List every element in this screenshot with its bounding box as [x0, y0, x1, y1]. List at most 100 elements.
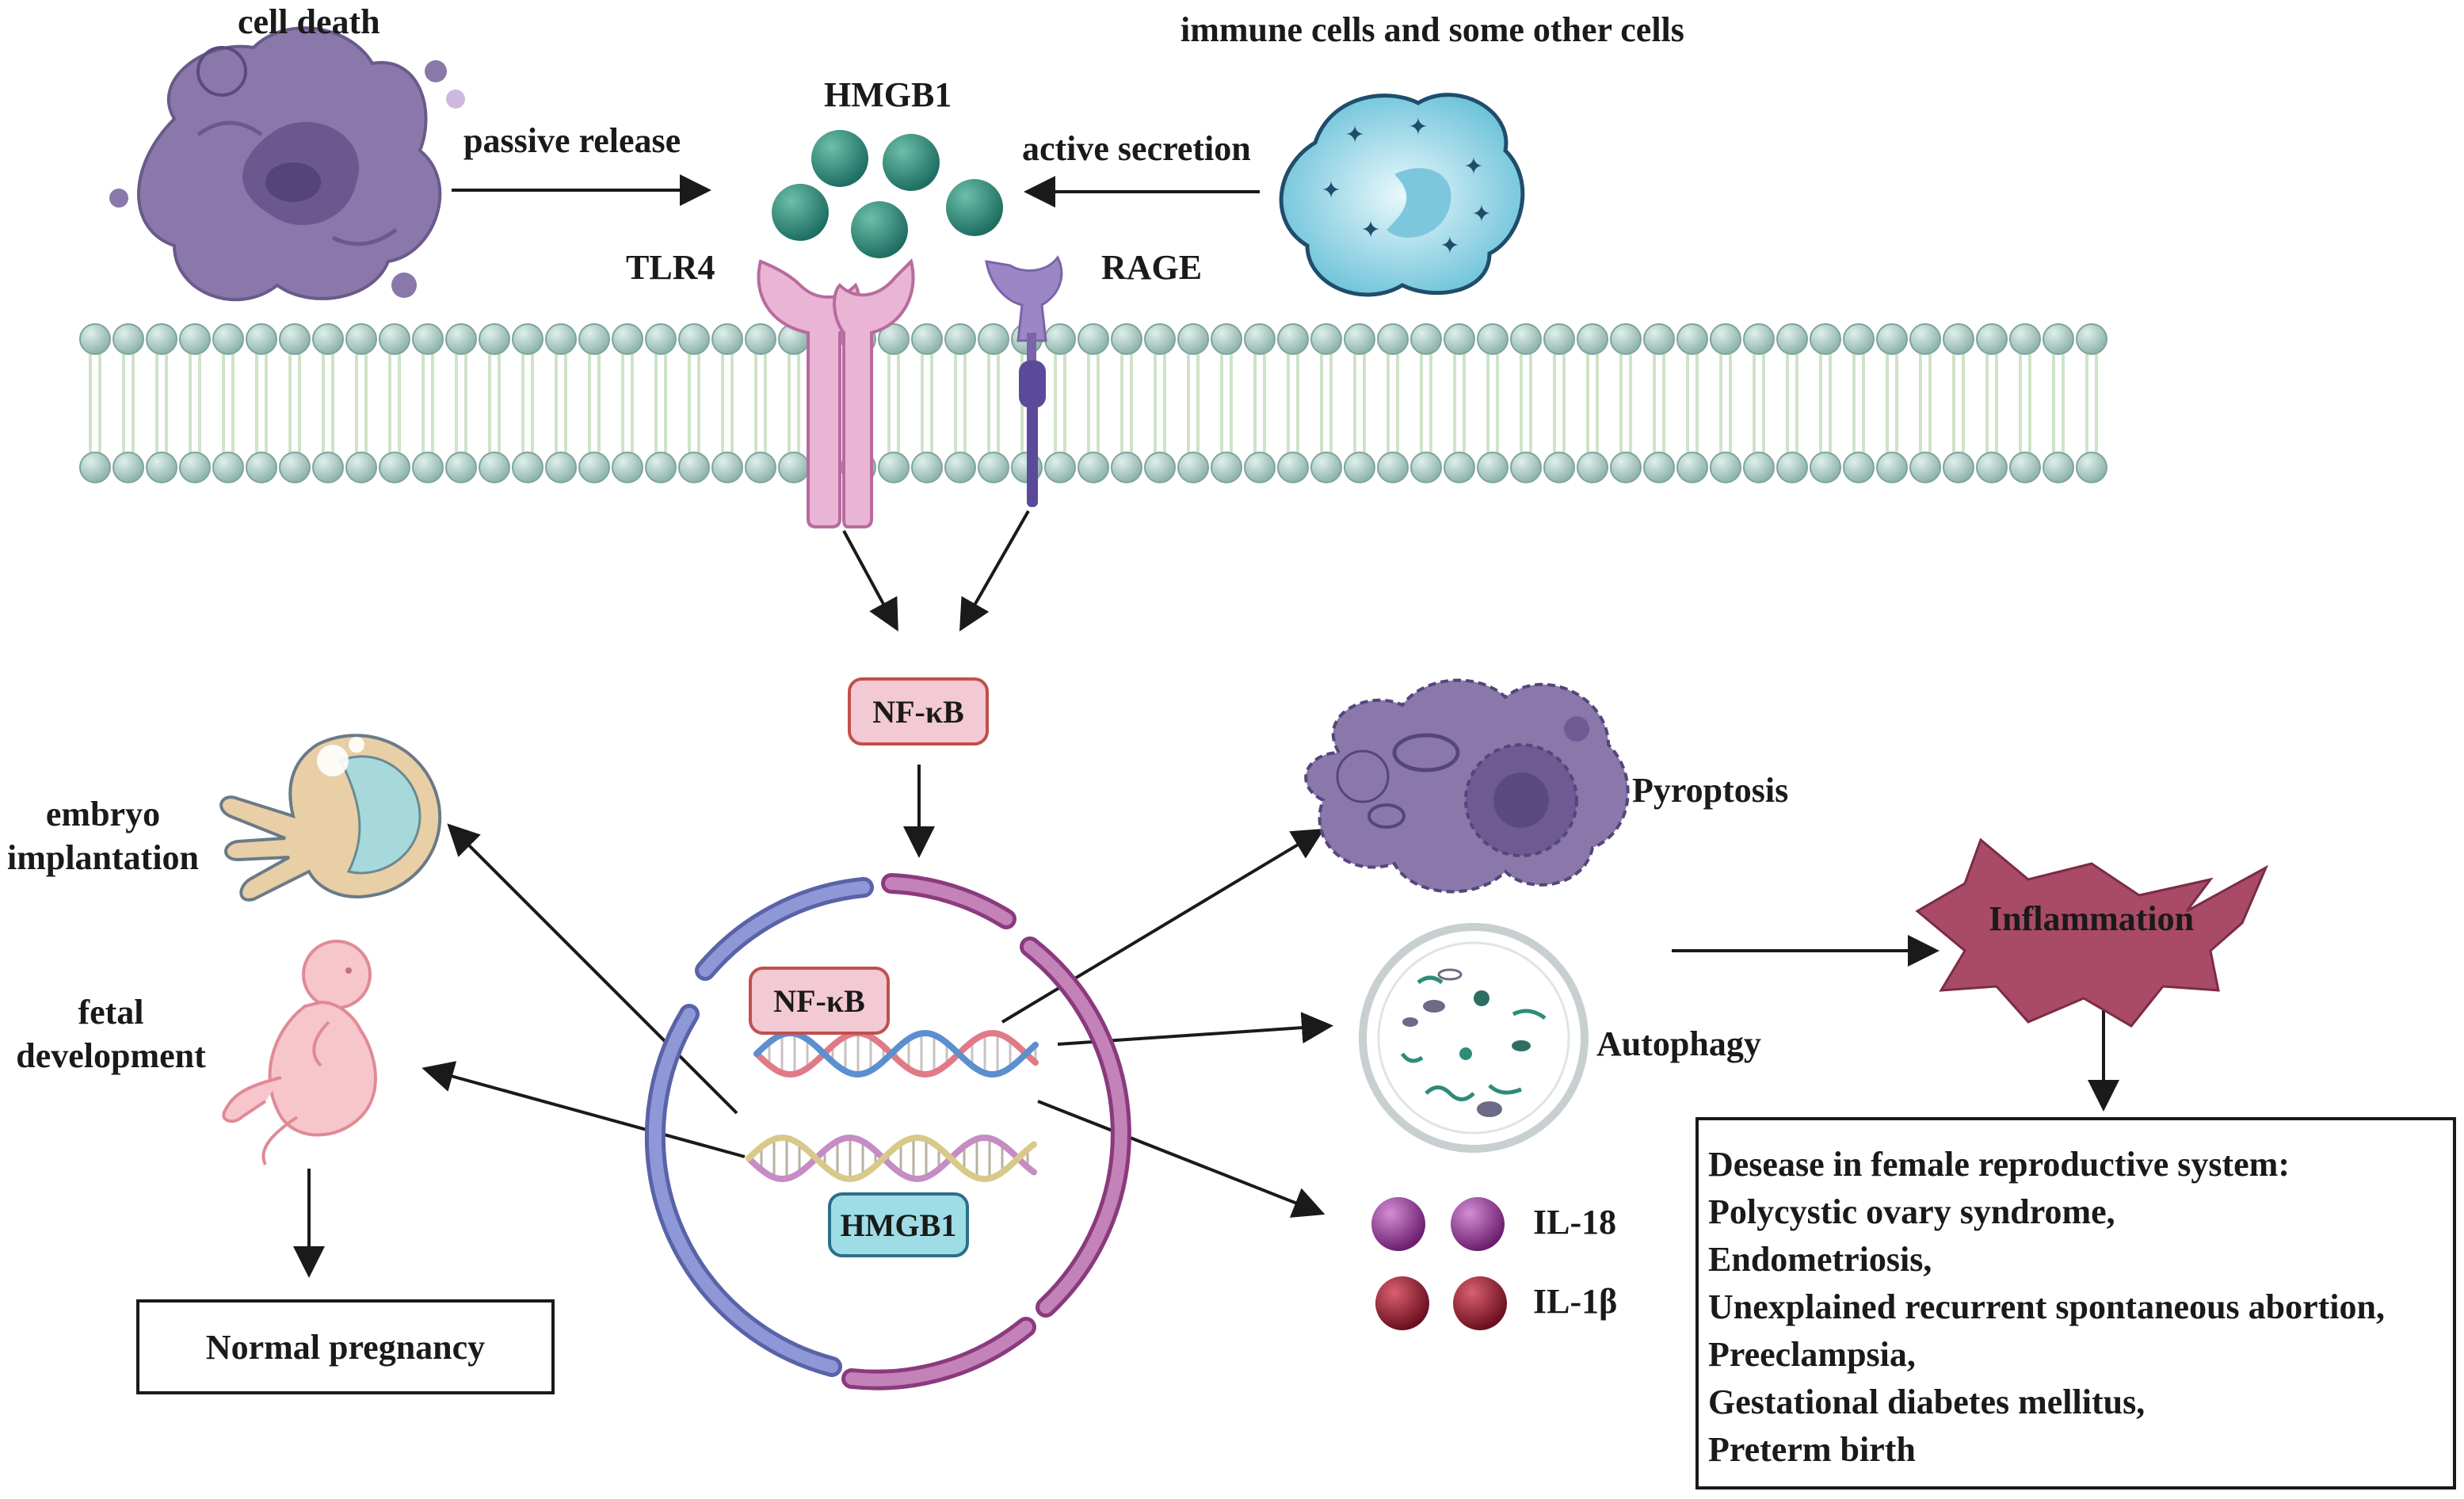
- lipid-tail: [122, 354, 135, 452]
- nucleus-envelope: [644, 873, 1131, 1390]
- fetal-development-line1: fetal: [78, 993, 144, 1032]
- rage-label: RAGE: [1101, 248, 1203, 287]
- lipid-head: [1111, 323, 1142, 355]
- normal-pregnancy-box: Normal pregnancy: [136, 1299, 555, 1394]
- lipid-tail: [1852, 354, 1865, 452]
- lipid-tail: [588, 354, 601, 452]
- lipid-head: [1310, 323, 1342, 355]
- lipid-head: [146, 452, 177, 483]
- lipid-head: [1876, 452, 1908, 483]
- lipid-tail: [1586, 354, 1599, 452]
- lipid-tail: [1154, 354, 1166, 452]
- il1b-label: IL-1β: [1533, 1282, 1618, 1321]
- embryo-implantation-label: embryo implantation: [0, 792, 206, 879]
- lipid-head: [1943, 323, 1974, 355]
- lipid-head: [1643, 323, 1675, 355]
- lipid-head: [545, 323, 577, 355]
- lipid-head: [1976, 323, 2008, 355]
- lipid-tail: [288, 354, 301, 452]
- lipid-tail: [1520, 354, 1532, 452]
- lipid-head: [1177, 452, 1209, 483]
- lipid-head: [1510, 323, 1542, 355]
- lipid-head: [1710, 452, 1741, 483]
- pyroptosis-label: Pyroptosis: [1632, 771, 1789, 810]
- lipid-tail: [1253, 354, 1266, 452]
- lipid-head: [944, 452, 976, 483]
- lipid-head: [379, 452, 410, 483]
- lipid-head: [1444, 452, 1475, 483]
- lipid-head: [179, 452, 211, 483]
- lipid-head: [1543, 452, 1575, 483]
- lipid-tail: [521, 354, 534, 452]
- lipid-head: [2076, 452, 2107, 483]
- lipid-head: [2009, 452, 2041, 483]
- lipid-tail: [222, 354, 235, 452]
- lipid-tail: [89, 354, 101, 452]
- lipid-tail: [1287, 354, 1299, 452]
- lipid-head: [113, 452, 144, 483]
- lipid-head: [445, 452, 477, 483]
- lipid-head: [612, 323, 643, 355]
- lipid-tail: [1420, 354, 1432, 452]
- lipid-head: [1211, 323, 1242, 355]
- lipid-head: [1909, 452, 1941, 483]
- nfkb-cytoplasm-badge: NF-κB: [848, 677, 989, 746]
- lipid-head: [379, 323, 410, 355]
- lipid-head: [312, 323, 344, 355]
- disease-list: Polycystic ovary syndrome, Endometriosis…: [1708, 1188, 2443, 1474]
- disease-item: Unexplained recurrent spontaneous aborti…: [1708, 1287, 2386, 1326]
- lipid-tail: [1220, 354, 1233, 452]
- svg-text:✦: ✦: [1440, 232, 1459, 260]
- lipid-head: [645, 452, 677, 483]
- lipid-head: [2043, 323, 2074, 355]
- lipid-tail: [1054, 354, 1066, 452]
- disease-item: Preterm birth: [1708, 1430, 1916, 1469]
- nfkb-nucleus-badge: NF-κB: [749, 967, 890, 1035]
- lipid-tail: [2085, 354, 2098, 452]
- lipid-tail: [155, 354, 168, 452]
- lipid-tail: [1386, 354, 1399, 452]
- lipid-head: [745, 323, 776, 355]
- lipid-head: [479, 323, 510, 355]
- lipid-tail: [255, 354, 268, 452]
- lipid-head: [113, 323, 144, 355]
- immune-cells-label: immune cells and some other cells: [1181, 10, 1684, 49]
- lipid-head: [911, 452, 943, 483]
- lipid-tail: [987, 354, 1000, 452]
- lipid-tail: [1719, 354, 1732, 452]
- lipid-tail: [688, 354, 700, 452]
- lipid-tail: [921, 354, 933, 452]
- lipid-head: [645, 323, 677, 355]
- lipid-head: [412, 452, 444, 483]
- lipid-head: [512, 452, 544, 483]
- lipid-tail: [1453, 354, 1466, 452]
- lipid-head: [678, 452, 710, 483]
- lipid-tail: [1753, 354, 1765, 452]
- lipid-tail: [1486, 354, 1499, 452]
- normal-pregnancy-label: Normal pregnancy: [205, 1327, 486, 1367]
- lipid-head: [578, 323, 610, 355]
- embryo-implantation-line2: implantation: [6, 838, 200, 877]
- embryo-implantation-line1: embryo: [45, 795, 161, 833]
- lipid-head: [479, 452, 510, 483]
- lipid-head: [1810, 452, 1841, 483]
- lipid-tail: [1320, 354, 1333, 452]
- tlr4-label: TLR4: [626, 248, 715, 287]
- immune-cell-icon: ✦✦✦ ✦✦✦ ✦: [1279, 93, 1525, 297]
- cell-membrane: [79, 323, 2107, 483]
- lipid-head: [711, 452, 743, 483]
- lipid-head: [1377, 323, 1409, 355]
- lipid-tail: [1120, 354, 1133, 452]
- dna-strand: [746, 1134, 1037, 1183]
- lipid-head: [1577, 323, 1608, 355]
- lipid-tail: [555, 354, 567, 452]
- lipid-head: [1410, 323, 1442, 355]
- lipid-head: [1577, 452, 1608, 483]
- lipid-head: [79, 323, 111, 355]
- lipid-head: [1776, 452, 1808, 483]
- arrow-fetal-development: [421, 1061, 746, 1158]
- lipid-head: [412, 323, 444, 355]
- hmgb1-molecules: [772, 130, 1003, 258]
- il1b-molecules: [1375, 1276, 1507, 1330]
- lipid-head: [578, 452, 610, 483]
